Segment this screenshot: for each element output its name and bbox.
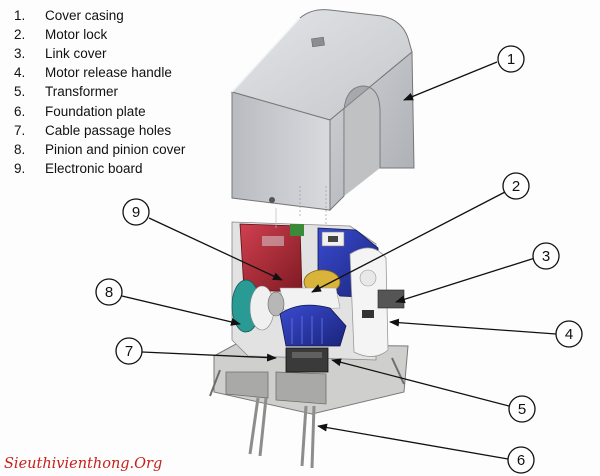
site-watermark: Sieuthivienthong.Org xyxy=(4,456,163,472)
callout-2-arrow xyxy=(311,191,506,293)
legend-item: 8.Pinion and pinion cover xyxy=(14,141,186,157)
cover-casing xyxy=(231,9,415,212)
callout-6: 6 xyxy=(507,446,535,474)
transformer xyxy=(285,347,329,373)
svg-text:3: 3 xyxy=(542,248,550,265)
callout-3: 3 xyxy=(532,242,560,270)
svg-text:6: 6 xyxy=(517,452,525,469)
svg-text:7: 7 xyxy=(125,343,133,360)
legend-item: 5.Transformer xyxy=(14,84,119,100)
callout-1: 1 xyxy=(497,45,525,73)
callout-8: 8 xyxy=(95,278,123,306)
callout-8-arrow xyxy=(121,295,241,326)
motor-unit xyxy=(209,186,409,469)
callout-6-arrow xyxy=(317,423,509,460)
callout-1-arrow xyxy=(403,61,498,101)
callout-9: 9 xyxy=(122,198,150,226)
legend-item: 4.Motor release handle xyxy=(14,65,172,81)
svg-text:8: 8 xyxy=(105,284,113,301)
svg-text:1: 1 xyxy=(507,51,515,68)
callout-7: 7 xyxy=(115,337,143,365)
legend-item: 3.Link cover xyxy=(14,46,107,62)
legend-item: 9.Electronic board xyxy=(14,160,143,176)
svg-text:4: 4 xyxy=(565,326,573,343)
legend-item: 1.Cover casing xyxy=(14,8,124,24)
legend-item: 7.Cable passage holes xyxy=(14,122,172,138)
callout-labels: 1 2 3 4 5 6 7 xyxy=(95,45,583,474)
callout-9-arrow xyxy=(148,217,283,281)
svg-text:5: 5 xyxy=(518,401,526,418)
parts-legend: 1.Cover casing 2.Motor lock 3.Link cover… xyxy=(14,6,185,178)
callout-5-arrow xyxy=(331,358,510,407)
callout-arrows xyxy=(121,61,557,460)
callout-2: 2 xyxy=(502,172,530,200)
callout-4-arrow xyxy=(389,318,557,335)
callout-4: 4 xyxy=(555,320,583,348)
callout-5: 5 xyxy=(508,395,536,423)
legend-item: 6.Foundation plate xyxy=(14,103,146,119)
svg-text:2: 2 xyxy=(512,178,520,195)
callout-7-arrow xyxy=(141,351,277,362)
callout-3-arrow xyxy=(395,257,536,304)
svg-text:9: 9 xyxy=(132,204,140,221)
legend-item: 2.Motor lock xyxy=(14,27,108,43)
